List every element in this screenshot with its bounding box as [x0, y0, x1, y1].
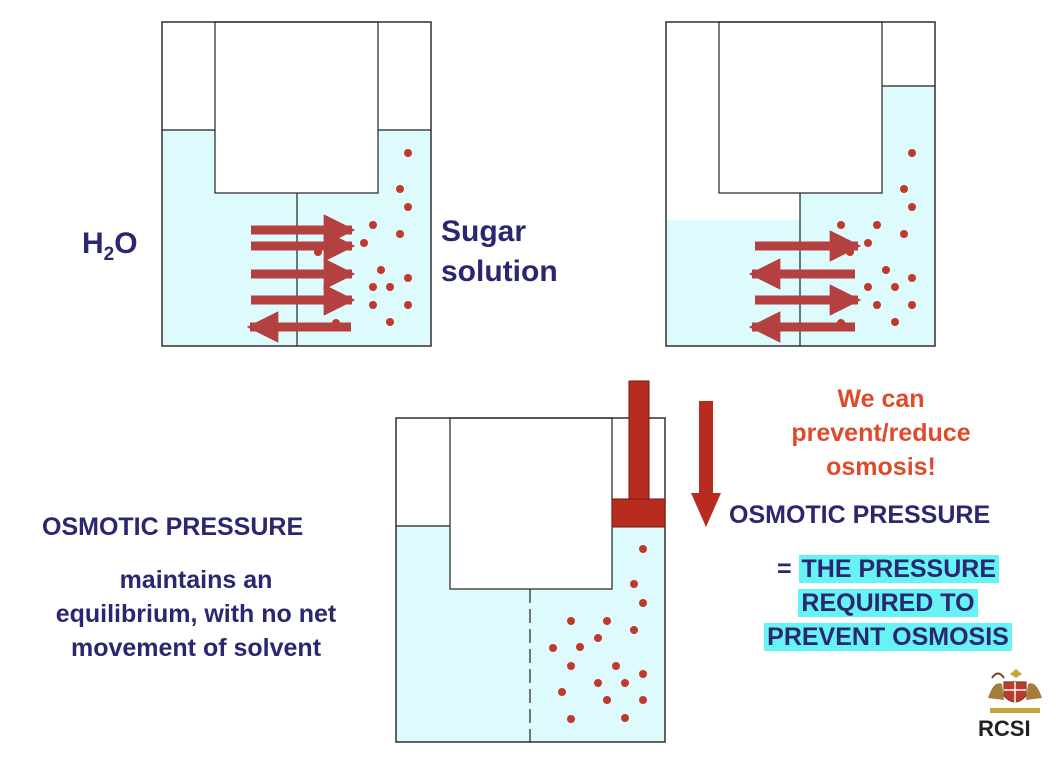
container-outline [665, 21, 936, 347]
rcsi-crest-icon [988, 669, 1042, 713]
central-block [449, 417, 613, 590]
warning-text: We can prevent/reduce osmosis! [791, 385, 971, 481]
piston-head [611, 498, 666, 528]
container-outline [161, 21, 432, 347]
piston-rod [628, 380, 650, 500]
water-label: H2O [82, 227, 138, 265]
equilibrium-note: maintains an equilibrium, with no net mo… [55, 566, 337, 662]
sugar-particles [549, 545, 647, 723]
container-outline [395, 417, 666, 743]
osmotic-pressure-label: OSMOTIC PRESSURE [42, 513, 304, 541]
central-block [214, 21, 379, 194]
flow-arrows [246, 214, 356, 343]
osmotic-pressure-heading: OSMOTIC PRESSURE [729, 501, 991, 529]
rcsi-logo-text: RCSI [978, 716, 1031, 741]
definition-text: = THE PRESSURE REQUIRED TO PREVENT OSMOS… [733, 552, 1043, 654]
pressure-arrow [691, 401, 721, 527]
sugar-solution-label: Sugar solution [441, 215, 558, 288]
central-block [718, 21, 883, 194]
container-1 [161, 21, 432, 347]
container-2 [665, 21, 936, 347]
container-3 [395, 380, 666, 743]
flow-arrows [748, 230, 862, 343]
